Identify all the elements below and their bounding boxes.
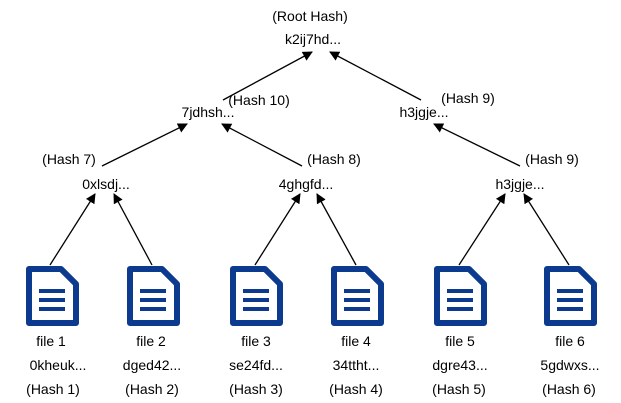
hash9-top-label: (Hash 9) (441, 90, 495, 106)
root-hash-label: (Root Hash) (272, 8, 348, 24)
file-5-hash: dgre43... (432, 357, 488, 373)
file-6-hash: 5gdwxs... (540, 357, 600, 373)
file-2-hash: dged42... (122, 357, 182, 373)
edge-hash9b-to-hash9 (433, 123, 521, 167)
file-2-name: file 2 (136, 333, 166, 349)
hash9-mid-label: (Hash 9) (525, 151, 579, 167)
file-1-document-icon (26, 266, 79, 326)
file-4-document-icon (331, 266, 384, 326)
file-2-document-icon (127, 266, 180, 326)
edge-file4-to-hash8 (316, 193, 357, 266)
file-6-name: file 6 (555, 333, 585, 349)
file-4-hash: 34ttht... (332, 357, 380, 373)
hash10-value: 7jdhsh... (181, 104, 235, 120)
file-5-name: file 5 (445, 333, 475, 349)
file-6-document-icon (544, 266, 597, 326)
file-1-label: (Hash 1) (26, 381, 80, 397)
hash9-top-value: h3jgje... (399, 104, 449, 120)
file-1-name: file 1 (36, 333, 66, 349)
hash8-label: (Hash 8) (307, 151, 361, 167)
file-3-name: file 3 (241, 333, 271, 349)
hash7-label: (Hash 7) (42, 151, 96, 167)
edge-file6-to-hash9 (523, 193, 570, 266)
hash7-value: 0xlsdj... (82, 176, 130, 192)
hash8-value: 4ghgfd... (278, 176, 334, 192)
file-5-document-icon (434, 266, 487, 326)
file-6-label: (Hash 6) (542, 381, 596, 397)
file-2-label: (Hash 2) (125, 381, 179, 397)
edge-hash8-to-hash10 (221, 123, 303, 167)
edge-hash7-to-hash10 (101, 123, 188, 167)
file-5-label: (Hash 5) (432, 381, 486, 397)
hash9-mid-value: h3jgje... (495, 176, 545, 192)
edge-file3-to-hash8 (254, 193, 301, 266)
file-1-hash: 0kheuk... (29, 357, 87, 373)
hash10-label: (Hash 10) (228, 92, 290, 108)
file-3-hash: se24fd... (229, 357, 283, 373)
file-3-label: (Hash 3) (229, 381, 283, 397)
edge-hash10-to-root (222, 51, 313, 101)
edge-file1-to-hash7 (49, 193, 96, 266)
file-4-label: (Hash 4) (329, 381, 383, 397)
edge-file2-to-hash7 (113, 193, 153, 266)
file-4-name: file 4 (341, 333, 371, 349)
file-3-document-icon (230, 266, 283, 326)
edge-file5-to-hash9 (458, 193, 506, 266)
edge-hash9-to-root (329, 51, 422, 101)
root-hash-value: k2ij7hd... (284, 31, 342, 47)
